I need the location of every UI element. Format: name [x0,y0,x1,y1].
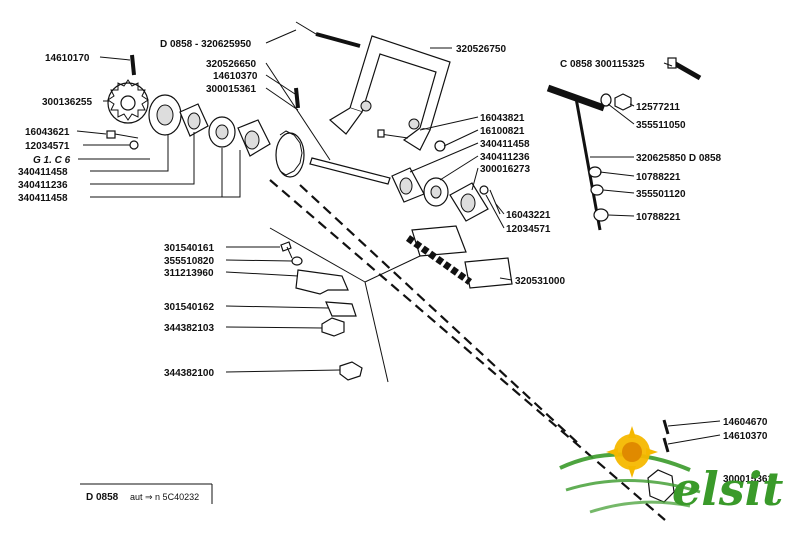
plate-311213960 [295,269,349,295]
flange-300016273 [449,182,489,222]
nut-10788221-a [588,166,602,178]
label-12034571-b: 12034571 [506,224,551,235]
hub-flange [148,94,182,136]
label-340411236-a: 340411236 [18,180,68,191]
label-300015361-b: 300015361 [723,474,773,485]
washer-12034571-b [479,185,489,195]
label-320526750: 320526750 [456,44,506,55]
leader-right [364,255,421,283]
drive-gear [275,130,305,178]
plate-301540162 [325,301,357,317]
label-311213960: 311213960 [164,268,214,279]
link-344382100 [339,361,363,381]
bolt-16043821 [379,133,409,139]
label-340411236-b: 340411236 [480,152,530,163]
footer-code: D 0858 [86,492,119,503]
logo-text: elsit [672,462,783,516]
chain-tensioner-320531000 [405,225,513,289]
footer-note-box: D 0858 aut ⇒ n 5C40232 [80,483,213,504]
label-300016273: 300016273 [480,164,530,175]
label-300136255: 300136255 [42,97,92,108]
bolt-301540161 [280,241,293,259]
label-10788221-a: 10788221 [636,172,681,183]
label-344382103: 344382103 [164,323,214,334]
label-300015361-a: 300015361 [206,84,256,95]
label-14610370-a: 14610370 [213,71,258,82]
label-16043621: 16043621 [25,127,70,138]
pin-14610370-b [662,437,670,453]
label-14610170: 14610170 [45,53,90,64]
bearing-340411236-b [423,177,449,207]
label-14604670: 14604670 [723,417,768,428]
washer-355511050 [600,93,612,107]
link-344382103 [321,317,345,337]
label-320526650: 320526650 [206,59,256,70]
gasket-340411458-a [179,103,209,137]
rod-320625950 [295,21,361,48]
washer-355501120 [590,184,604,196]
label-12577211: 12577211 [636,102,680,113]
label-355510820: 355510820 [164,256,214,267]
pin-14610170 [130,54,136,76]
handle-300115325 [667,57,702,81]
label-14610370-b: 14610370 [723,431,768,442]
shaft-axis-dashed [269,179,666,521]
pin-14610370 [294,87,300,109]
label-301540161: 301540161 [164,243,214,254]
label-16100821: 16100821 [480,126,525,137]
label-c0858-300115325: C 0858 300115325 [560,59,645,70]
shaft-320526650 [309,157,391,185]
sun-icon [606,426,658,478]
label-301540162: 301540162 [164,302,214,313]
gear-bottom [647,469,675,503]
label-355511050: 355511050 [636,120,686,131]
label-340411458-a: 340411458 [18,167,68,178]
label-320625850-d0858: 320625850 D 0858 [636,153,722,164]
gasket-340411458-b [237,119,271,157]
sprocket-300136255 [107,79,149,124]
gasket-340411458-c [391,167,425,203]
label-340411458-b: 340411458 [18,193,68,204]
leader-lower [364,281,389,383]
label-344382100: 344382100 [164,368,214,379]
washer-12034571-a [129,140,139,150]
label-16043821: 16043821 [480,113,525,124]
nut-16100821 [434,140,446,152]
washer-355510820 [291,256,303,266]
bearing-340411236-a [208,116,236,148]
label-16043221: 16043221 [506,210,551,221]
label-d0858-320625950: D 0858 - 320625950 [160,39,252,50]
elsit-logo: elsit [559,426,783,516]
bracket-320526750 [328,35,451,151]
label-355501120: 355501120 [636,189,686,200]
label-10788221-b: 10788221 [636,212,681,223]
label-g1c6: G 1. C 6 [33,155,71,166]
leader-lines [76,29,721,445]
nut-12577211 [614,93,632,111]
label-340411458-c: 340411458 [480,139,530,150]
tee-rod [546,84,606,231]
nut-10788221-b [593,208,609,222]
leader-upper [269,227,366,283]
pin-14604670 [662,419,670,435]
bolt-16043221 [489,189,501,215]
bolt-16043621 [106,130,139,139]
footer-note: aut ⇒ n 5C40232 [130,492,199,502]
label-320531000: 320531000 [515,276,565,287]
label-12034571-a: 12034571 [25,141,70,152]
